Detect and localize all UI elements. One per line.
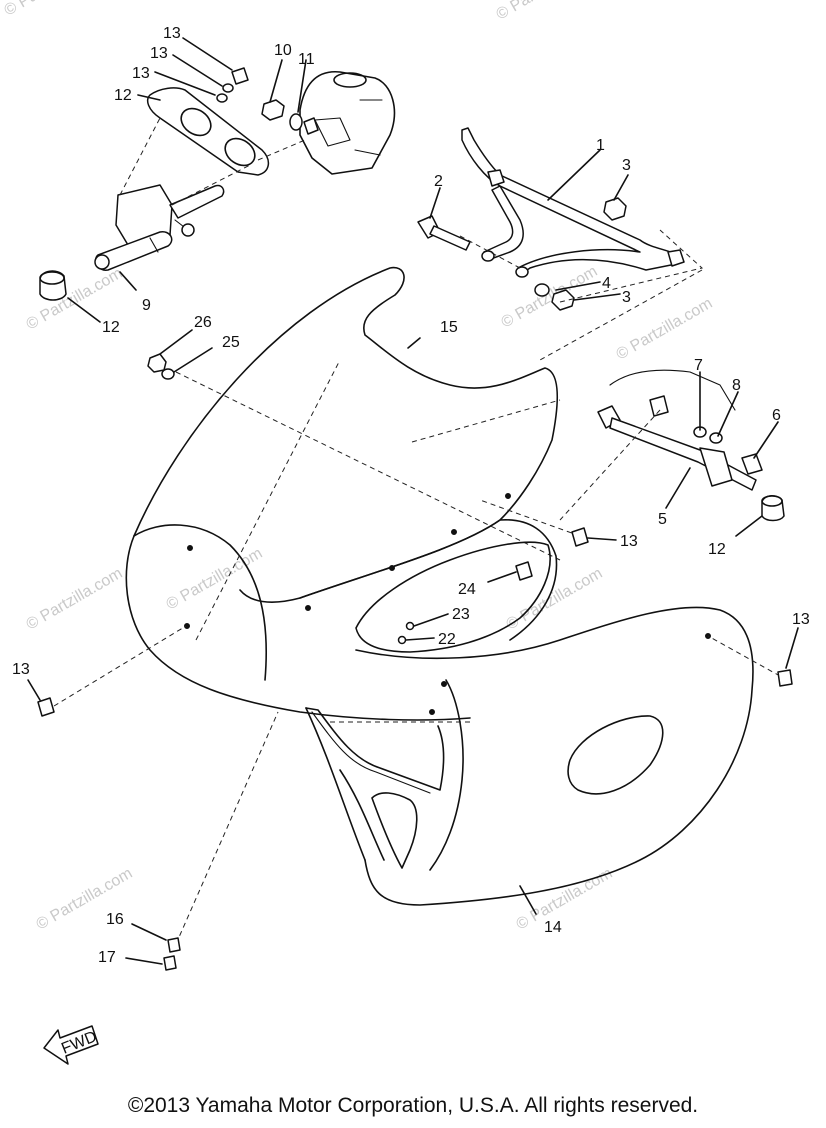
callout-labels: 13 13 13 12 10 11 9 12 1 3 2 4 3 15 26 2… <box>12 25 810 966</box>
callout-17: 13 <box>132 65 150 82</box>
callout-24: 24 <box>458 581 476 598</box>
callout-8: 8 <box>732 377 741 394</box>
callout-22: 22 <box>438 631 456 648</box>
callout-16: 13 <box>150 45 168 62</box>
watermark: © Partzilla.com <box>164 545 266 614</box>
copyright-notice: ©2013 Yamaha Motor Corporation, U.S.A. A… <box>127 1094 699 1117</box>
callout-4: 4 <box>602 275 611 292</box>
callout-9: 9 <box>142 297 151 314</box>
fairing-fasteners <box>27 329 799 971</box>
callout-23: 23 <box>452 606 470 623</box>
callout-10: 10 <box>274 42 292 59</box>
callout-25: 25 <box>222 334 240 351</box>
callout-12-left: 12 <box>102 319 120 336</box>
callout-3-bottom: 3 <box>622 289 631 306</box>
callout-14: 12 <box>114 87 132 104</box>
callout-5: 5 <box>658 511 667 528</box>
callout-2: 2 <box>434 173 443 190</box>
fwd-arrow-icon: FWD <box>43 1025 99 1065</box>
callout-1: 1 <box>596 137 605 154</box>
fairing-stay-assembly <box>417 127 704 361</box>
fairing-cowling <box>53 359 781 945</box>
callout-6: 6 <box>772 407 781 424</box>
watermark: © Partzilla.com <box>514 865 616 934</box>
callout-7: 7 <box>694 357 703 374</box>
callout-19: 15 <box>440 319 458 336</box>
callout-12-right: 12 <box>708 541 726 558</box>
watermark: © Partzilla.com <box>24 565 126 634</box>
callout-15: 13 <box>163 25 181 42</box>
watermark: © Partzilla.com <box>494 0 596 23</box>
watermark: © Partzilla.com <box>2 0 104 19</box>
callout-20: 16 <box>106 911 124 928</box>
watermark: © Partzilla.com <box>499 263 601 332</box>
side-bracket-assembly <box>559 369 785 537</box>
callout-3-top: 3 <box>622 157 631 174</box>
headlight-bracket-assembly <box>39 37 396 323</box>
callout-21: 17 <box>98 949 116 966</box>
callout-13-mid: 13 <box>620 533 638 550</box>
callout-26: 26 <box>194 314 212 331</box>
callout-13-left: 13 <box>12 661 30 678</box>
callout-13-right: 13 <box>792 611 810 628</box>
callout-11: 11 <box>298 51 315 68</box>
callout-18: 14 <box>544 919 562 936</box>
